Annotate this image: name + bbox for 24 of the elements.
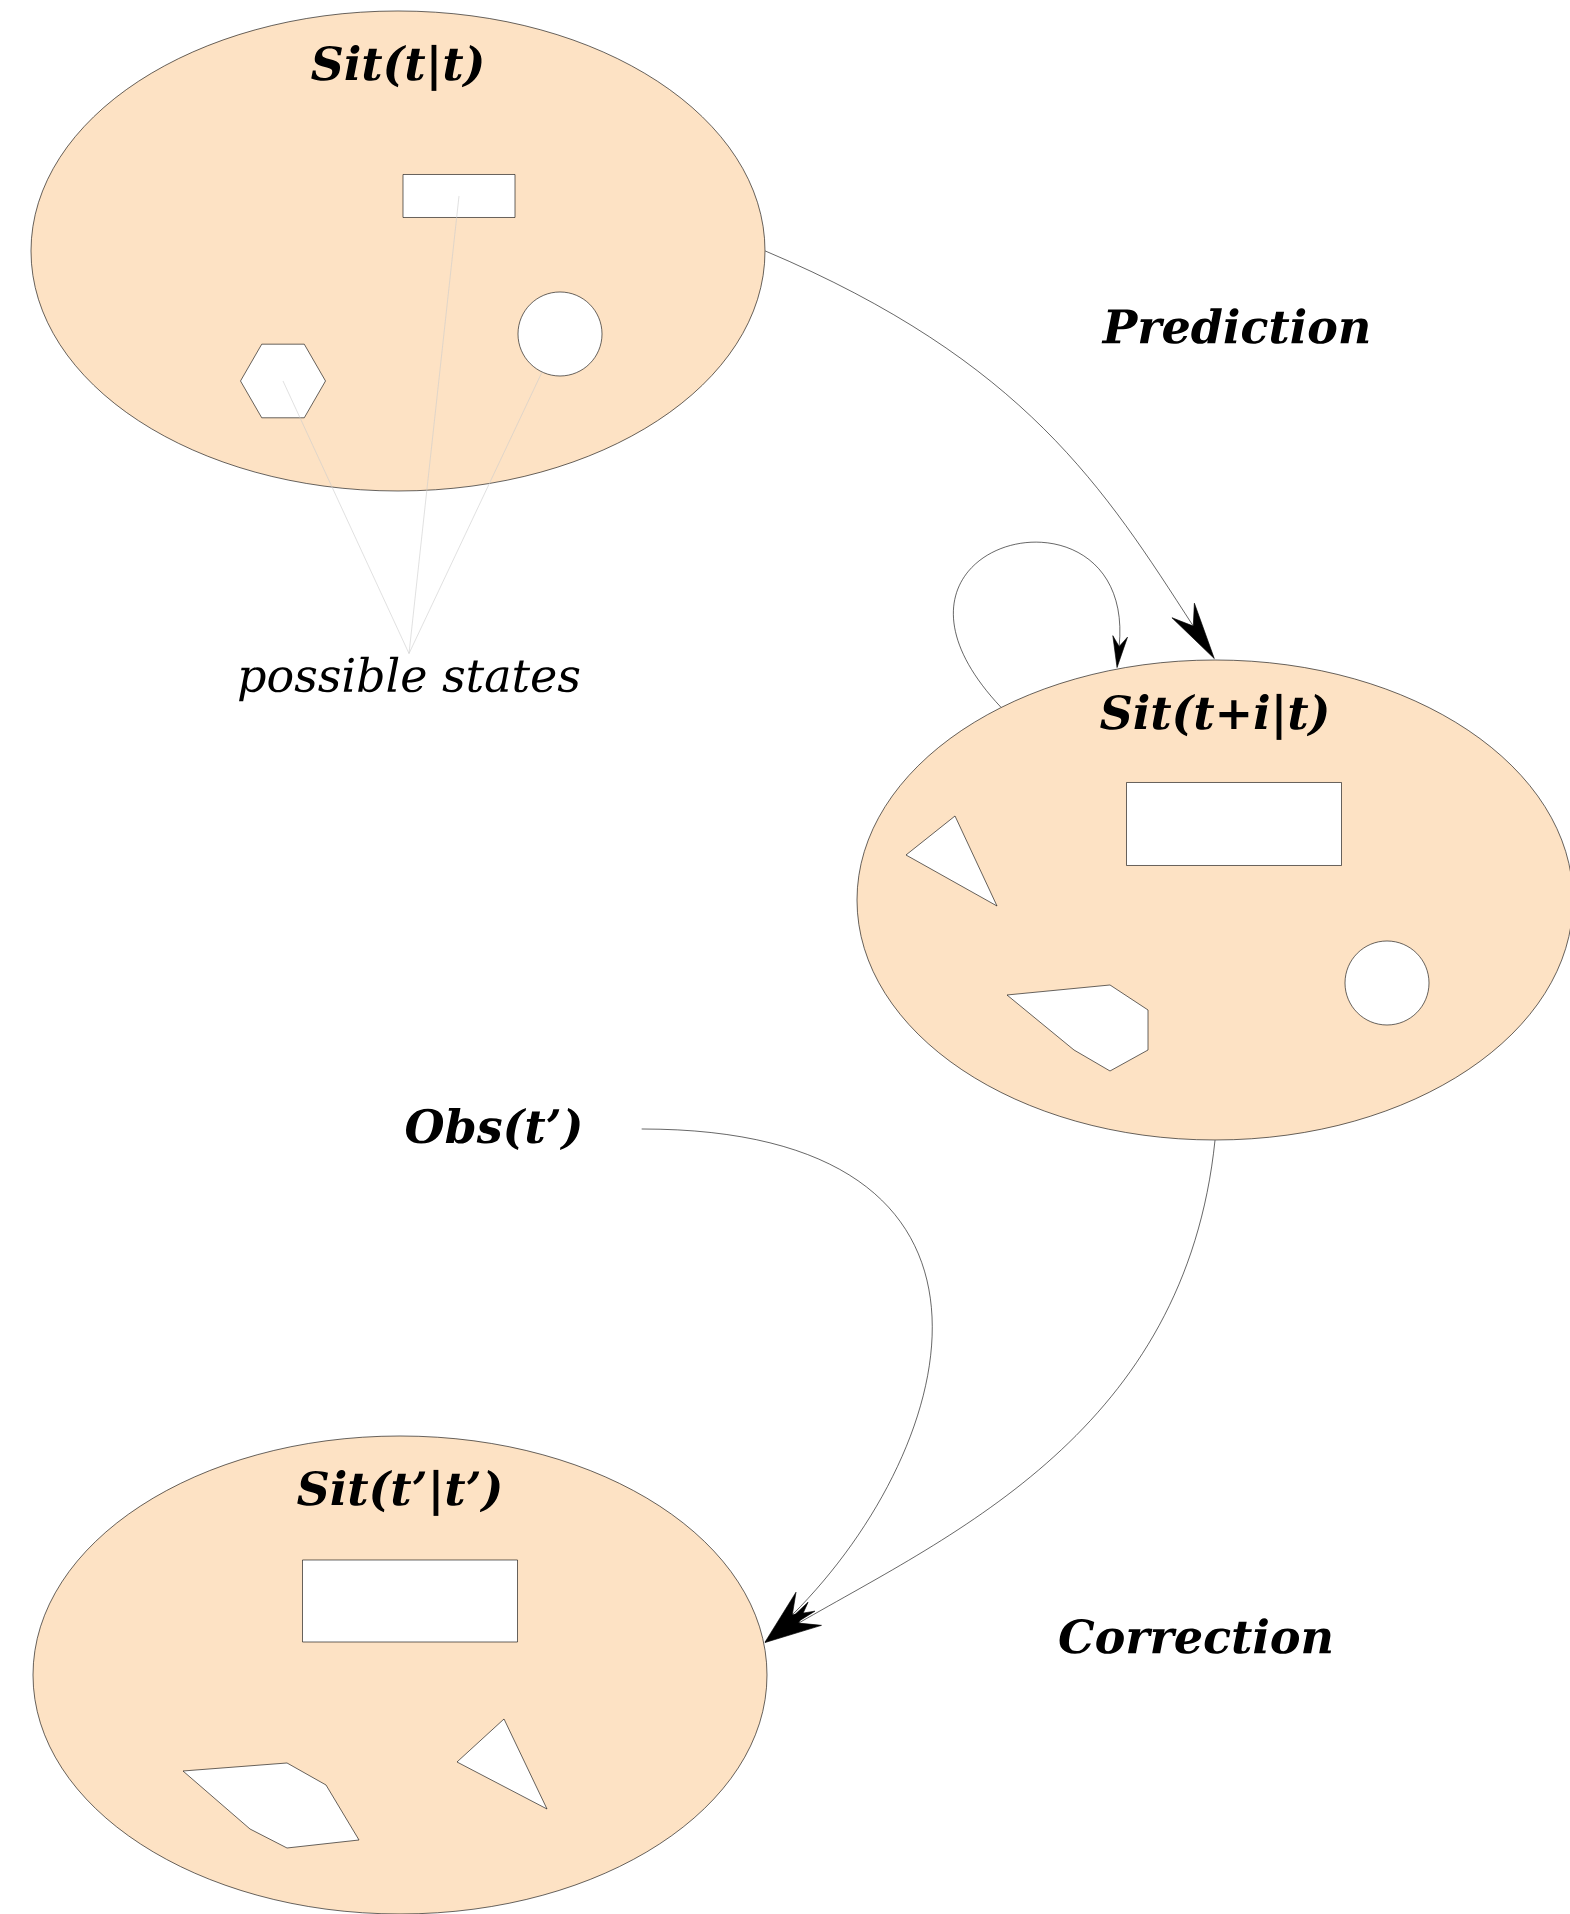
circle <box>517 291 603 377</box>
triangle <box>905 815 998 907</box>
arrow <box>641 1128 932 1643</box>
rectangle <box>402 174 516 218</box>
leader-line <box>408 195 460 654</box>
rectangle <box>302 1559 518 1643</box>
text-label: possible states <box>239 656 580 702</box>
text-label: Obs(t’) <box>406 1107 580 1151</box>
ellipse-title: Sit(t+i|t) <box>1100 693 1327 740</box>
arrow <box>765 250 1215 659</box>
leader-line <box>408 371 543 654</box>
edge-label: Correction <box>1059 1618 1332 1654</box>
rectangle <box>1126 782 1342 866</box>
circle <box>1344 940 1430 1026</box>
hexagon <box>240 343 326 419</box>
polygon <box>182 1762 360 1849</box>
state-ellipse <box>30 10 766 492</box>
leader-line <box>282 380 410 654</box>
polygon <box>1006 984 1149 1072</box>
ellipse-title: Sit(t|t) <box>311 44 482 91</box>
edge-label: Prediction <box>1101 308 1369 344</box>
arrow <box>954 541 1128 708</box>
triangle <box>456 1718 548 1810</box>
ellipse-title: Sit(t’|t’) <box>297 1469 500 1516</box>
